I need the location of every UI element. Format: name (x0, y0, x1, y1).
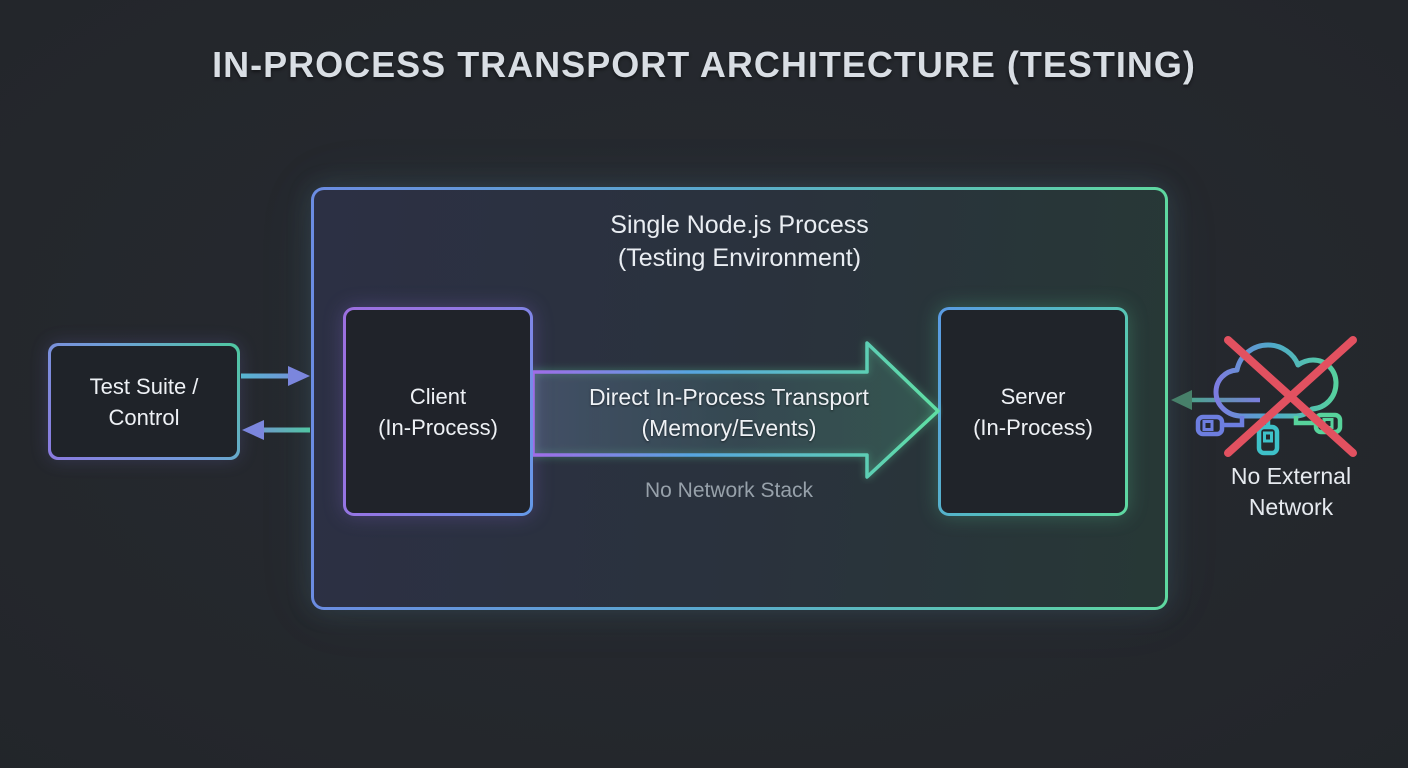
client-label-line2: (In-Process) (378, 414, 498, 440)
transport-label-line2: (Memory/Events) (641, 415, 817, 441)
test-suite-box-body: Test Suite / Control (51, 346, 237, 457)
cloud-icon (1195, 342, 1343, 456)
server-box: Server (In-Process) (938, 307, 1128, 516)
no-network-stack-note: No Network Stack (644, 479, 814, 502)
server-label-line2: (In-Process) (973, 414, 1093, 440)
server-box-body: Server (In-Process) (941, 310, 1125, 513)
transport-arrow-icon (533, 341, 940, 479)
process-box-label-line1: Single Node.js Process (610, 211, 869, 239)
server-label-line1: Server (1000, 383, 1066, 409)
process-box-label: Single Node.js Process (Testing Environm… (610, 209, 868, 275)
test-suite-label-line1: Test Suite / (89, 373, 199, 399)
client-box: Client (In-Process) (343, 307, 533, 516)
transport-arrow-label: Direct In-Process Transport (Memory/Even… (533, 382, 925, 444)
plug-icon-left (1195, 414, 1245, 437)
client-label: Client (In-Process) (378, 381, 498, 443)
no-external-network-line2: Network (1248, 494, 1334, 520)
test-suite-label-line2: Control (108, 404, 180, 430)
no-external-network-label: No External Network (1181, 461, 1401, 523)
transport-label-line1: Direct In-Process Transport (589, 384, 869, 410)
arrow-process-to-test-icon (242, 420, 310, 440)
red-x-icon (1224, 336, 1357, 457)
server-label: Server (In-Process) (973, 381, 1093, 443)
no-external-network-line1: No External (1230, 463, 1352, 489)
test-suite-arrows (241, 366, 310, 440)
process-box-label-line2: (Testing Environment) (617, 244, 862, 272)
test-suite-label: Test Suite / Control (90, 371, 199, 433)
arrow-network-blocked-icon (1171, 390, 1260, 410)
client-label-line1: Client (409, 383, 467, 409)
arrow-test-to-process-icon (241, 366, 310, 386)
diagram-title: IN-PROCESS TRANSPORT ARCHITECTURE (TESTI… (212, 44, 1196, 85)
no-external-network-icon (1171, 336, 1357, 457)
client-box-body: Client (In-Process) (346, 310, 530, 513)
test-suite-box: Test Suite / Control (48, 343, 240, 460)
